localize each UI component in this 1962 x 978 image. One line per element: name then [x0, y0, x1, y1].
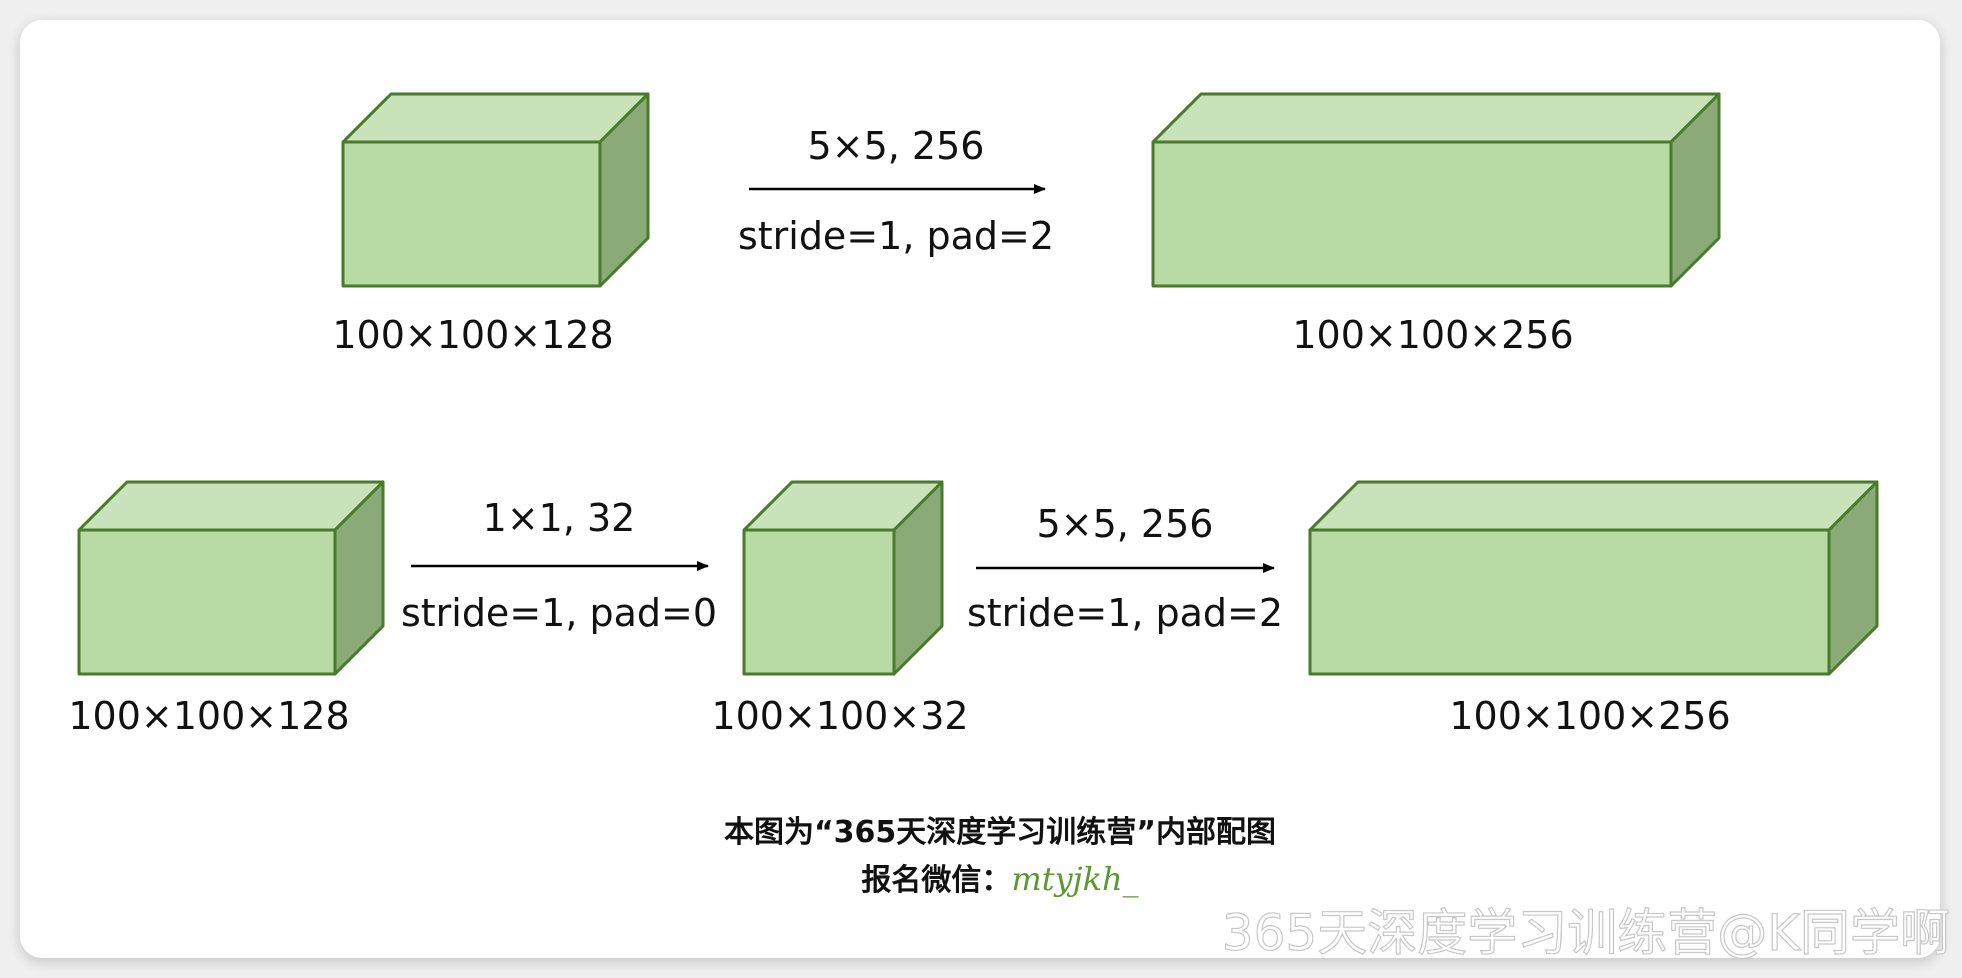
row2-output-label: 100×100×256 [1449, 694, 1730, 738]
front-face [1308, 528, 1831, 676]
caption-line2: 报名微信：mtyjkh_ [861, 860, 1138, 898]
wechat-id: mtyjkh_ [1011, 860, 1138, 898]
row1-output-label: 100×100×256 [1292, 313, 1573, 357]
front-face [1151, 140, 1673, 288]
top-face [77, 480, 385, 532]
row1-input-tensor [341, 92, 650, 288]
row2-input-tensor [77, 480, 385, 676]
row2-output-tensor [1308, 480, 1879, 676]
front-face [742, 528, 896, 676]
caption-line1: 本图为“365天深度学习训练营”内部配图 [724, 815, 1276, 850]
row2-conv2-params: stride=1, pad=2 [967, 591, 1283, 635]
row1-input-label: 100×100×128 [332, 313, 613, 357]
row2-input-label: 100×100×128 [68, 694, 349, 738]
row2-conv2-kernel: 5×5, 256 [1037, 502, 1214, 546]
top-face [1151, 92, 1721, 144]
top-face [341, 92, 650, 144]
row2-mid-tensor [742, 480, 944, 676]
caption-prefix: 报名微信： [861, 863, 1011, 898]
row2-conv1-kernel: 1×1, 32 [483, 496, 636, 540]
watermark: 365天深度学习训练营@K同学啊 [1222, 904, 1950, 962]
front-face [77, 528, 337, 676]
row1-output-tensor [1151, 92, 1721, 288]
row2-conv1-params: stride=1, pad=0 [401, 591, 717, 635]
row1-conv-kernel: 5×5, 256 [808, 124, 985, 168]
top-face [1308, 480, 1879, 532]
row2-mid-label: 100×100×32 [711, 694, 968, 738]
front-face [341, 140, 602, 288]
row1-conv-params: stride=1, pad=2 [738, 214, 1054, 258]
